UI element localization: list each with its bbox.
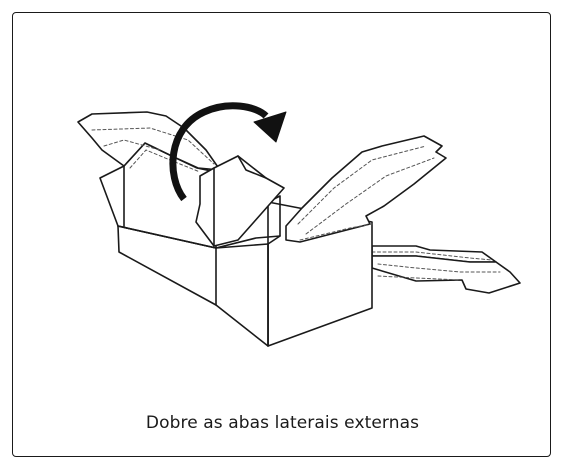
top-left-flat-flap (77, 111, 221, 171)
instruction-caption: Dobre as abas laterais externas (145, 413, 420, 433)
top-right-raised-flap (285, 135, 447, 243)
curved-fold-arrow-icon (169, 102, 287, 202)
folding-side-flap (195, 155, 285, 247)
box-body (117, 195, 373, 347)
right-flat-flaps (371, 245, 521, 294)
